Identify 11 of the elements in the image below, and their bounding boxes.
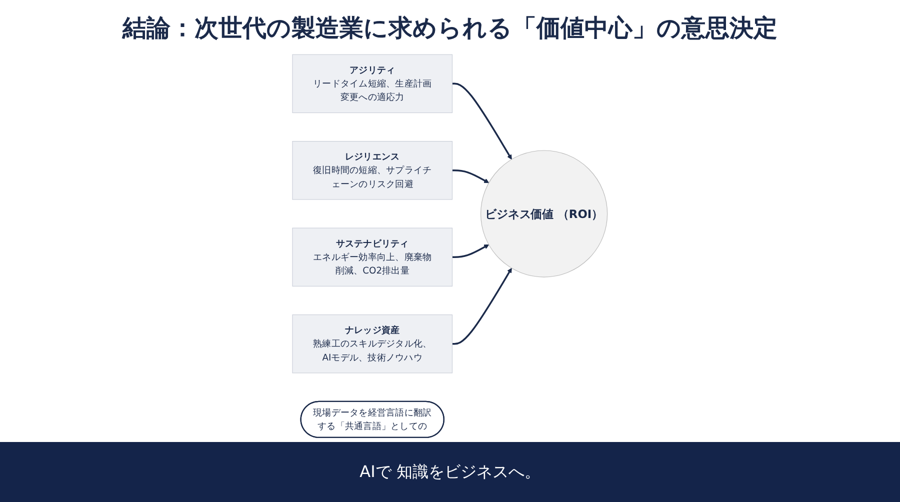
arrow — [452, 268, 512, 345]
arrow — [452, 170, 490, 184]
node-circle: ビジネス価値 （ROI） — [480, 150, 608, 278]
node-box: アジリティ リードタイム短縮、生産計画変更への適応力 — [292, 54, 453, 114]
node-box: レジリエンス 復旧時間の短縮、サプライチェーンのリスク回避 — [292, 141, 453, 200]
arrow — [452, 82, 512, 160]
title: 結論：次世代の製造業に求められる「価値中心」の意思決定 — [121, 13, 778, 44]
node-box: サステナビリティ エネルギー効率向上、廃棄物削減、CO2排出量 — [292, 228, 453, 287]
arrow — [452, 244, 490, 258]
tagline: AIで 知識をビジネスへ。 — [360, 462, 540, 482]
node-box: ナレッジ資産 熟練工のスキルデジタル化、AIモデル、技術ノウハウ — [292, 314, 453, 374]
